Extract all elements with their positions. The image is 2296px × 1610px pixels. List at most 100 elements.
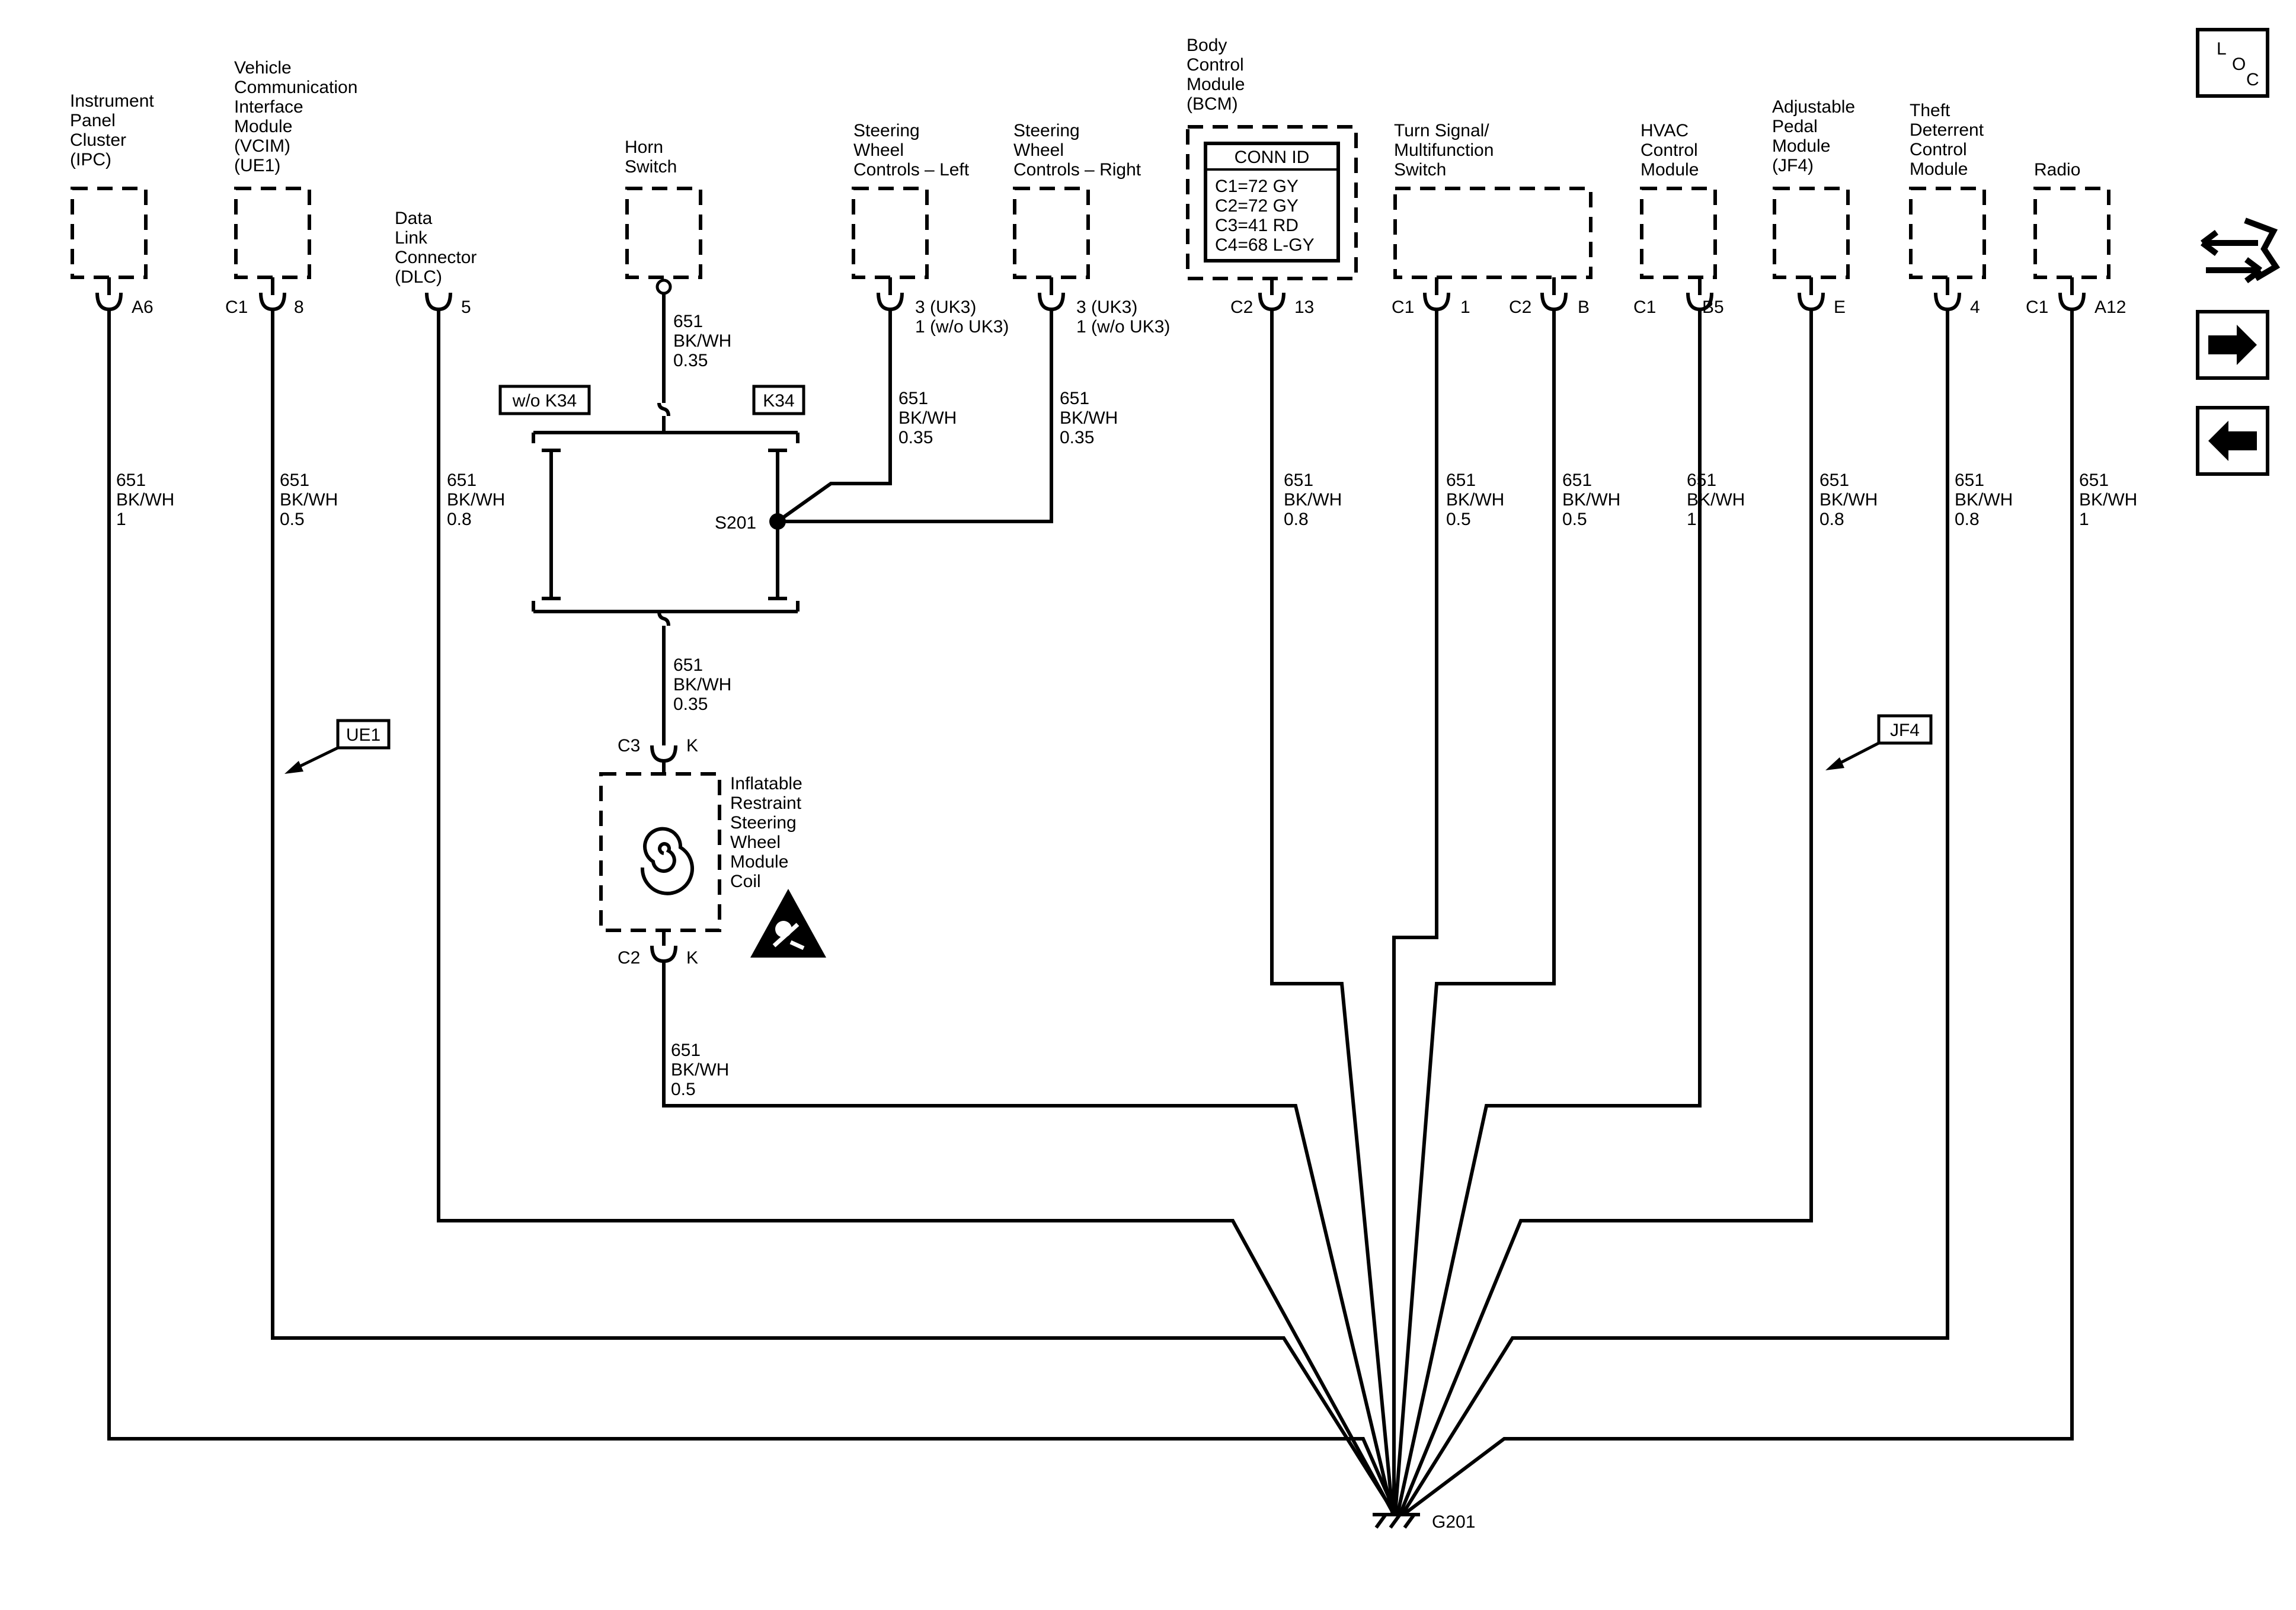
- swc-left-connector: 3 (UK3) 1 (w/o UK3): [877, 277, 1009, 337]
- arrow-right-icon: [2208, 325, 2257, 365]
- svg-text:C: C: [2246, 70, 2259, 89]
- svg-text:5: 5: [461, 297, 471, 317]
- bcm-connector: C2 13: [1230, 279, 1314, 317]
- svg-text:Panel: Panel: [70, 111, 116, 130]
- svg-text:0.8: 0.8: [1955, 510, 1980, 529]
- svg-text:Control: Control: [1187, 55, 1244, 75]
- svg-text:1: 1: [1460, 297, 1470, 317]
- svg-text:C4=68 L-GY: C4=68 L-GY: [1215, 235, 1315, 255]
- svg-text:BK/WH: BK/WH: [673, 675, 731, 694]
- svg-text:BK/WH: BK/WH: [673, 331, 731, 351]
- svg-text:0.5: 0.5: [671, 1080, 696, 1099]
- svg-text:651: 651: [116, 470, 146, 490]
- wire-vcim: [271, 309, 1397, 1516]
- swc-right-label: Steering Wheel Controls – Right: [1013, 121, 1141, 180]
- horn-switch-label: Horn Switch: [625, 137, 677, 177]
- next-page-button[interactable]: [2196, 310, 2269, 380]
- theft-box: [1909, 187, 1986, 279]
- wire-label-turn-1: 651 BK/WH 0.5: [1446, 470, 1504, 529]
- svg-text:S201: S201: [715, 513, 756, 533]
- svg-text:Wheel: Wheel: [853, 140, 904, 160]
- svg-text:C3: C3: [618, 736, 640, 756]
- hvac-connector: C1 B5: [1633, 277, 1724, 317]
- svg-text:Module: Module: [1910, 159, 1968, 179]
- svg-text:0.8: 0.8: [1284, 510, 1309, 529]
- option-tag-k34: K34: [752, 385, 805, 415]
- svg-text:Wheel: Wheel: [730, 833, 781, 852]
- svg-text:651: 651: [2079, 470, 2109, 490]
- svg-text:0.35: 0.35: [1060, 428, 1094, 447]
- svg-text:BK/WH: BK/WH: [1284, 490, 1342, 510]
- turn-signal-box: [1393, 187, 1593, 279]
- vcim-connector: C1 8: [225, 277, 304, 317]
- wire-label-hvac: 651 BK/WH 1: [1687, 470, 1745, 529]
- svg-text:0.35: 0.35: [898, 428, 933, 447]
- svg-text:Steering: Steering: [730, 813, 797, 833]
- svg-text:4: 4: [1970, 297, 1980, 317]
- svg-text:(IPC): (IPC): [70, 150, 111, 169]
- location-button[interactable]: L O C: [2196, 28, 2269, 98]
- wire-pedal: [1398, 309, 1813, 1516]
- ipc-box: [71, 187, 148, 279]
- svg-text:Switch: Switch: [625, 157, 677, 177]
- horn-switch-terminal: [655, 279, 672, 295]
- svg-text:BK/WH: BK/WH: [2079, 490, 2137, 510]
- svg-text:C3=41 RD: C3=41 RD: [1215, 216, 1299, 235]
- coil-label: Inflatable Restraint Steering Wheel Modu…: [730, 774, 802, 891]
- previous-page-button[interactable]: [2196, 406, 2269, 476]
- svg-text:C2: C2: [1509, 297, 1531, 317]
- wire-turn-1: [1392, 309, 1438, 1515]
- svg-text:0.5: 0.5: [1562, 510, 1587, 529]
- svg-text:Coil: Coil: [730, 872, 761, 891]
- svg-text:651: 651: [673, 312, 703, 331]
- airbag-warning-icon: [750, 889, 826, 958]
- svg-text:B: B: [1578, 297, 1590, 317]
- wire-label-dlc: 651 BK/WH 0.8: [447, 470, 505, 529]
- wire-bcm: [1270, 309, 1395, 1515]
- vcim-label: Vehicle Communication Interface Module (…: [234, 58, 357, 175]
- svg-text:1: 1: [2079, 510, 2089, 529]
- svg-text:C1: C1: [225, 297, 248, 317]
- svg-text:C1: C1: [1633, 297, 1656, 317]
- dlc-label: Data Link Connector (DLC): [395, 209, 477, 287]
- svg-text:651: 651: [898, 389, 928, 408]
- svg-text:BK/WH: BK/WH: [447, 490, 505, 510]
- svg-text:Steering: Steering: [1013, 121, 1080, 140]
- svg-text:Module: Module: [730, 852, 788, 872]
- svg-text:Switch: Switch: [1394, 160, 1446, 180]
- svg-text:A6: A6: [132, 297, 154, 317]
- svg-text:0.35: 0.35: [673, 351, 708, 370]
- hvac-label: HVAC Control Module: [1641, 121, 1699, 180]
- radio-box: [2033, 187, 2110, 279]
- svg-text:Module: Module: [1641, 160, 1699, 180]
- wire-label-swc-right: 651 BK/WH 0.35: [1060, 389, 1118, 447]
- wire-label-ipc: 651 BK/WH 1: [116, 470, 174, 529]
- connector-end-view-icon[interactable]: [2201, 217, 2281, 283]
- pedal-connector: E: [1798, 277, 1846, 317]
- hvac-box: [1640, 187, 1717, 279]
- svg-text:Controls – Right: Controls – Right: [1013, 160, 1141, 180]
- svg-text:Multifunction: Multifunction: [1394, 140, 1494, 160]
- svg-text:Deterrent: Deterrent: [1910, 120, 1984, 140]
- svg-text:13: 13: [1294, 297, 1314, 317]
- arrow-left-icon: [2208, 421, 2257, 461]
- svg-text:Module: Module: [1187, 75, 1245, 94]
- svg-text:Horn: Horn: [625, 137, 663, 157]
- svg-text:651: 651: [1562, 470, 1592, 490]
- wire-label-theft: 651 BK/WH 0.8: [1955, 470, 2013, 529]
- ground-g201: G201: [1373, 1512, 1475, 1532]
- svg-text:1: 1: [116, 510, 126, 529]
- svg-text:0.8: 0.8: [1819, 510, 1844, 529]
- svg-text:L: L: [2217, 39, 2227, 59]
- wire-label-pedal: 651 BK/WH 0.8: [1819, 470, 1878, 529]
- wire-swc-left: [776, 309, 892, 523]
- option-callout-ue1: UE1: [284, 719, 391, 774]
- svg-text:Controls – Left: Controls – Left: [853, 160, 970, 180]
- svg-text:Inflatable: Inflatable: [730, 774, 802, 793]
- svg-text:BK/WH: BK/WH: [898, 408, 957, 428]
- wire-label-horn: 651 BK/WH 0.35: [673, 312, 731, 370]
- svg-text:HVAC: HVAC: [1641, 121, 1689, 140]
- svg-text:651: 651: [447, 470, 477, 490]
- svg-text:0.5: 0.5: [1446, 510, 1471, 529]
